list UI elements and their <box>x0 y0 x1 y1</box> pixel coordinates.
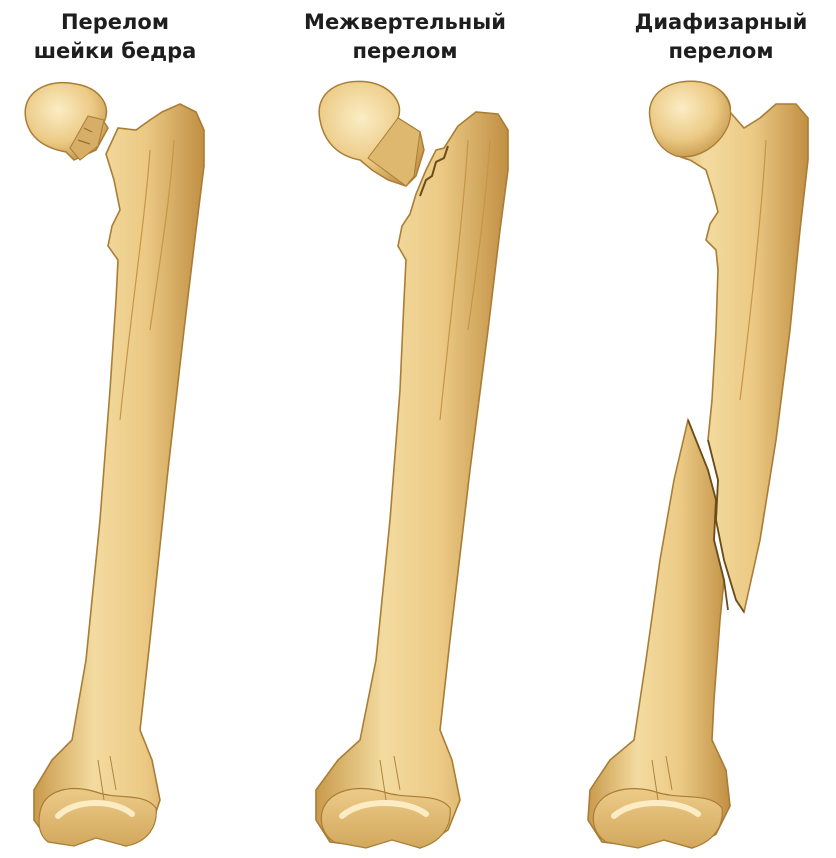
femur-intertrochanteric-fracture <box>316 81 508 848</box>
lower-fragment <box>588 420 730 848</box>
femur-diaphyseal-fracture <box>588 81 808 848</box>
femur-shaft <box>34 104 204 846</box>
femoral-head-fragment <box>25 83 108 160</box>
head-neck-fragment <box>319 81 424 186</box>
femur-shaft <box>316 112 508 848</box>
femur-neck-fracture <box>25 83 204 846</box>
